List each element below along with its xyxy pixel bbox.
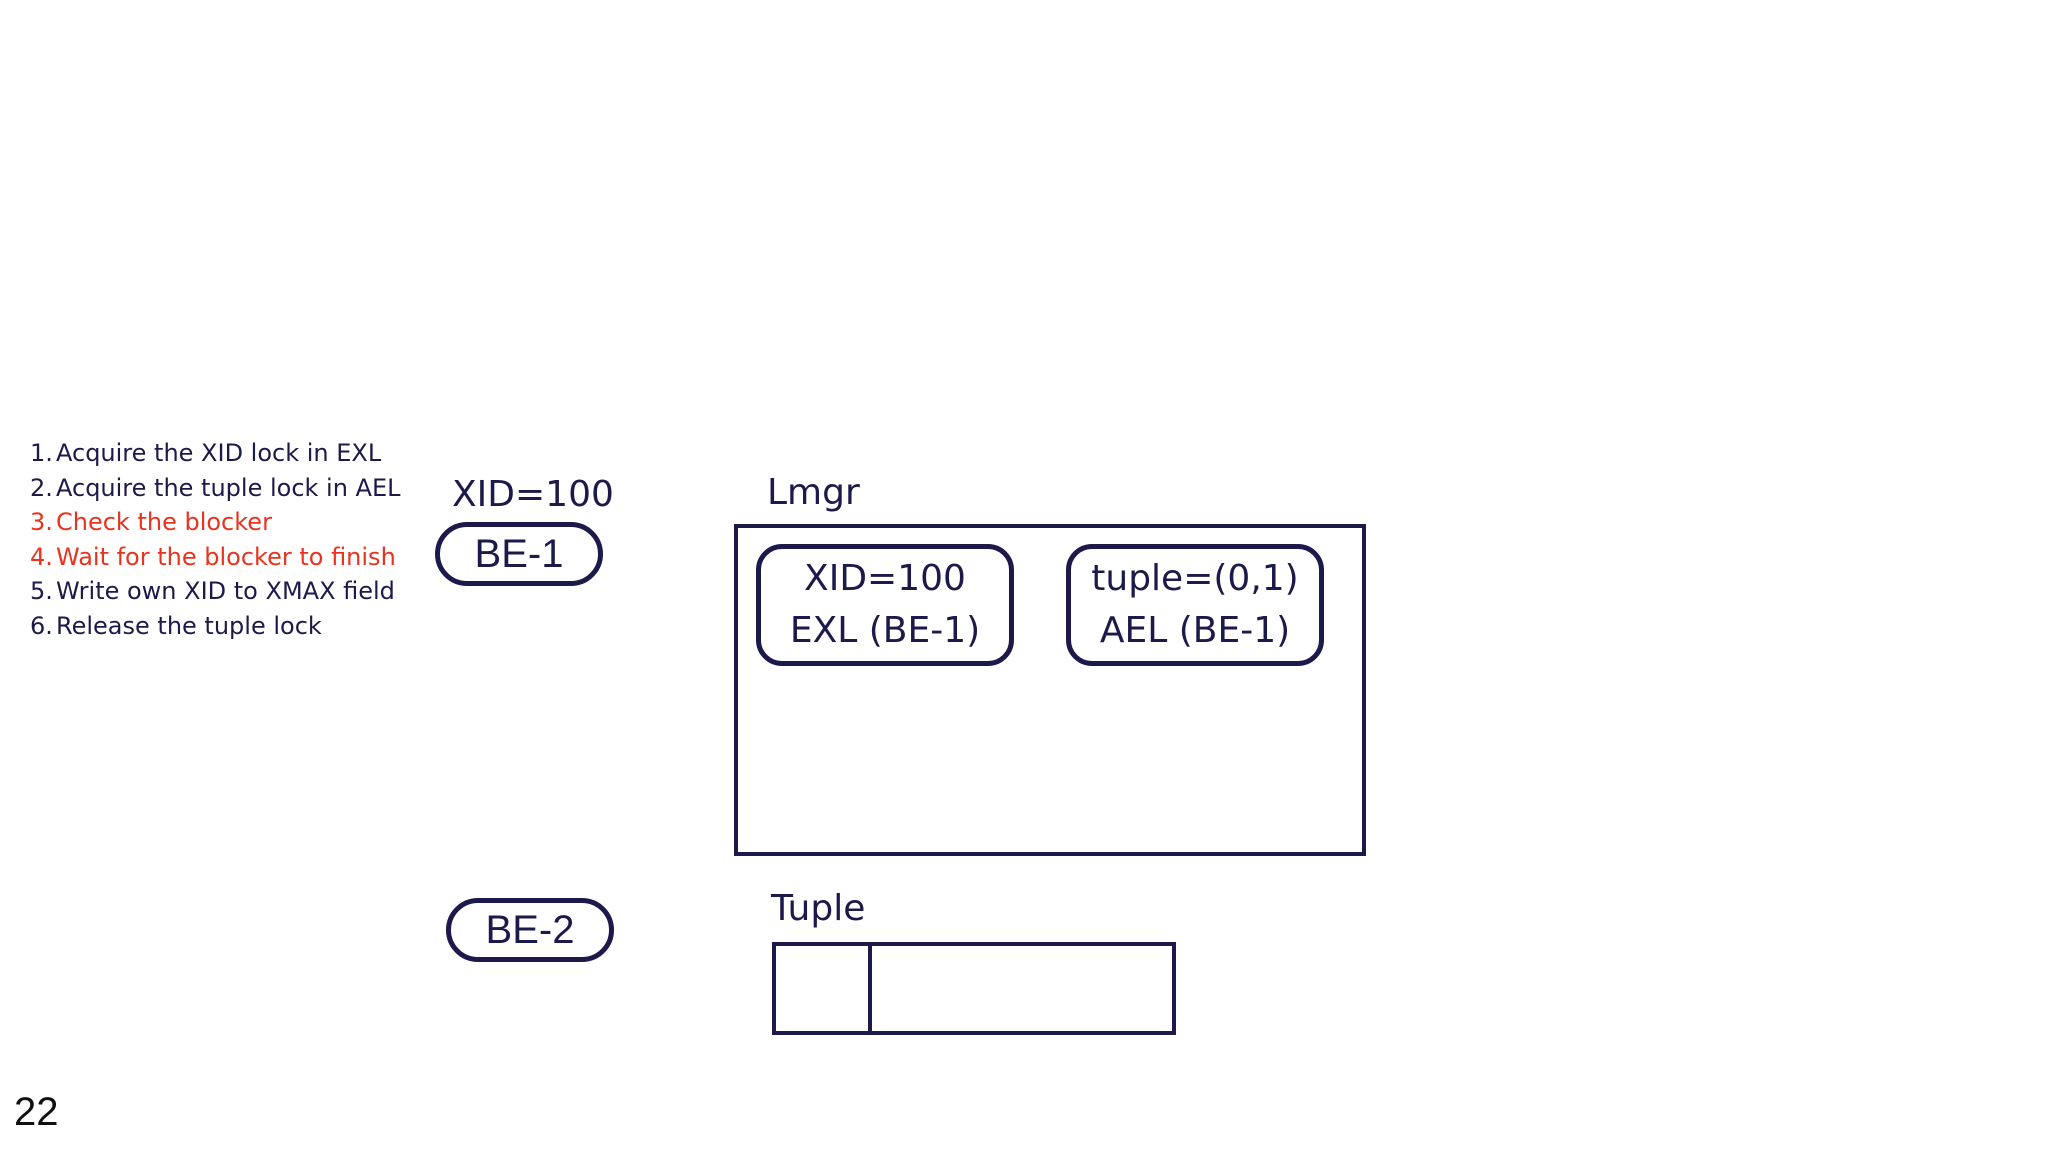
step-item-3: 3.Check the blocker <box>30 505 401 540</box>
step-item-1: 1.Acquire the XID lock in EXL <box>30 436 401 471</box>
step-item-5: 5.Write own XID to XMAX field <box>30 574 401 609</box>
step-text: Wait for the blocker to finish <box>56 542 396 571</box>
tuple-data-cell <box>872 946 1172 1031</box>
step-number: 2. <box>30 473 53 502</box>
lock-entry-line2: AEL (BE-1) <box>1099 610 1291 651</box>
lock-entry-line1: XID=100 <box>804 558 966 599</box>
step-list: 1.Acquire the XID lock in EXL 2.Acquire … <box>30 436 401 643</box>
step-number: 4. <box>30 542 53 571</box>
step-text: Write own XID to XMAX field <box>56 577 395 605</box>
be2-label: BE-2 <box>485 907 575 952</box>
step-text: Release the tuple lock <box>56 611 322 640</box>
slide-number: 22 <box>14 1090 59 1134</box>
step-text: Acquire the XID lock in EXL <box>56 439 382 467</box>
step-item-2: 2.Acquire the tuple lock in AEL <box>30 471 401 506</box>
step-item-4: 4.Wait for the blocker to finish <box>30 540 401 575</box>
step-item-6: 6.Release the tuple lock <box>30 609 401 644</box>
step-text: Acquire the tuple lock in AEL <box>56 473 401 502</box>
step-number: 3. <box>30 508 53 536</box>
lock-entry-line1: tuple=(0,1) <box>1091 558 1299 599</box>
step-number: 5. <box>30 577 53 605</box>
be2-pill: BE-2 <box>446 898 614 962</box>
xid-lock-entry: XID=100 EXL (BE-1) <box>756 544 1014 666</box>
step-number: 1. <box>30 439 53 467</box>
be1-label: BE-1 <box>474 531 564 576</box>
tuple-title: Tuple <box>771 888 866 929</box>
tuple-box <box>772 942 1176 1035</box>
lmgr-title: Lmgr <box>767 472 860 513</box>
be1-pill: BE-1 <box>435 522 603 586</box>
step-number: 6. <box>30 611 53 640</box>
step-text: Check the blocker <box>56 508 272 536</box>
lock-entry-line2: EXL (BE-1) <box>789 610 981 651</box>
be1-xid-label: XID=100 <box>452 474 614 515</box>
tuple-header-cell <box>776 946 872 1031</box>
tuple-lock-entry: tuple=(0,1) AEL (BE-1) <box>1066 544 1324 666</box>
